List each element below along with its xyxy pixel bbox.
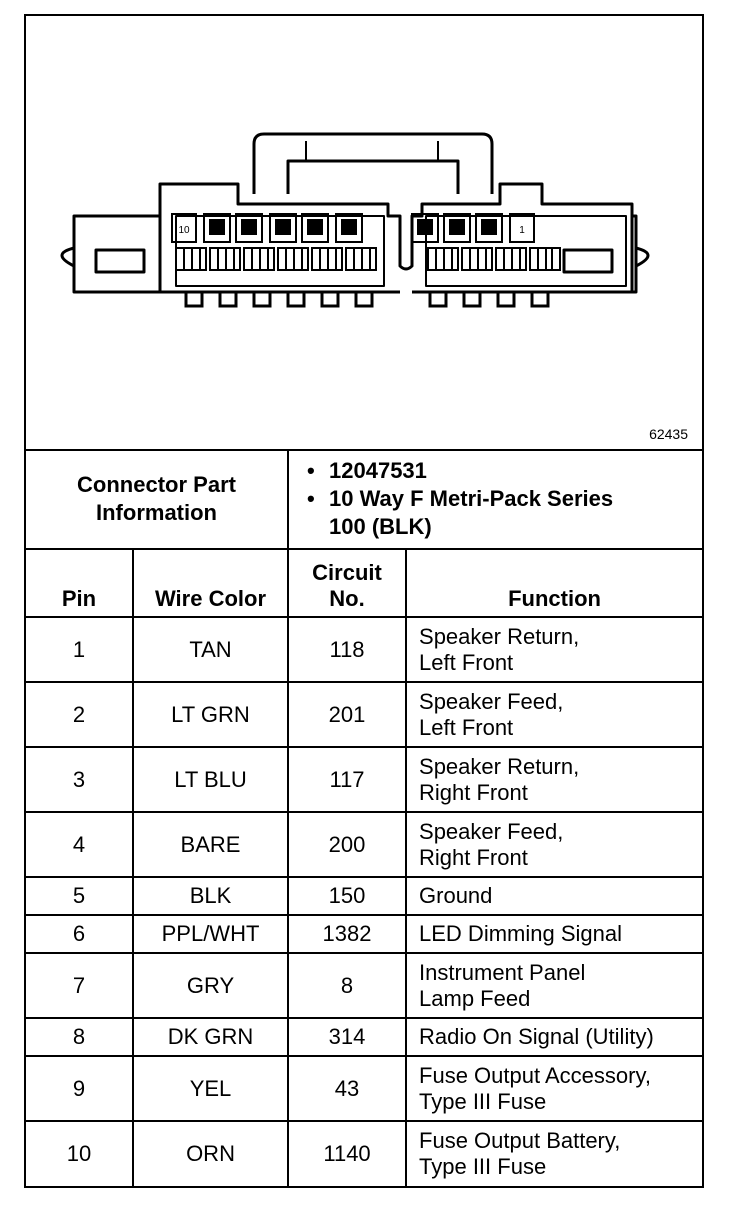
part-description-line1: 10 Way F Metri-Pack Series <box>329 485 614 511</box>
function-line2: Type III Fuse <box>419 1088 547 1114</box>
wire-color-cell: LT BLU <box>131 746 290 813</box>
wire-color-cell: YEL <box>131 1055 290 1122</box>
pin-cell: 8 <box>26 1017 134 1057</box>
wire-color-cell: DK GRN <box>131 1017 290 1057</box>
circuit-cell: 201 <box>287 681 408 748</box>
wire-color-cell: ORN <box>131 1120 290 1186</box>
function-line2: Left Front <box>419 649 514 675</box>
function-header: Function <box>405 548 703 618</box>
function-line1: Speaker Return, <box>419 753 580 779</box>
circuit-cell: 1382 <box>287 914 408 954</box>
function-line1: LED Dimming Signal <box>419 921 622 946</box>
pin-cell: 2 <box>26 681 134 748</box>
circuit-cell: 117 <box>287 746 408 813</box>
circuit-cell: 1140 <box>287 1120 408 1186</box>
function-line1: Ground <box>419 883 493 908</box>
wire-color-cell: PPL/WHT <box>131 914 290 954</box>
function-line2: Type III Fuse <box>419 1154 547 1179</box>
cpi-label-line1: Connector Part <box>77 471 236 497</box>
circuit-cell: 314 <box>287 1017 408 1057</box>
function-line2: Lamp Feed <box>419 985 531 1011</box>
pin-header: Pin <box>26 548 134 618</box>
connector-table: Connector Part Information 12047531 10 W… <box>26 449 703 1186</box>
function-cell: Fuse Output Accessory,Type III Fuse <box>405 1055 703 1122</box>
circuit-cell: 8 <box>287 952 408 1019</box>
wire-color-cell: GRY <box>131 952 290 1019</box>
pin-cell: 3 <box>26 746 134 813</box>
function-line1: Fuse Output Accessory, <box>419 1062 651 1088</box>
connector-diagram: 10 1 62435 <box>26 16 702 451</box>
part-number: 12047531 <box>307 457 702 485</box>
wire-color-cell: TAN <box>131 617 290 683</box>
function-cell: Speaker Feed,Left Front <box>405 681 703 748</box>
pin-cell: 5 <box>26 876 134 916</box>
function-line2: Right Front <box>419 844 528 870</box>
circuit-header: Circuit No. <box>287 548 408 618</box>
wire-color-header: Wire Color <box>131 548 290 618</box>
circuit-cell: 200 <box>287 811 408 878</box>
part-description-line2: 100 (BLK) <box>329 513 432 539</box>
function-cell: Speaker Return,Left Front <box>405 617 703 683</box>
function-cell: Speaker Feed,Right Front <box>405 811 703 878</box>
connector-part-info-row: Connector Part Information 12047531 10 W… <box>26 449 703 550</box>
pin-cell: 10 <box>26 1120 134 1186</box>
table-header-row: Pin Wire Color Circuit No. Function <box>26 548 703 618</box>
pin-10-label: 10 <box>178 225 190 236</box>
function-cell: LED Dimming Signal <box>405 914 703 954</box>
pin-cell: 4 <box>26 811 134 878</box>
connector-sheet: 10 1 62435 Connector Part Information 12… <box>24 14 704 1188</box>
pin-1-label: 1 <box>519 225 525 236</box>
function-line1: Fuse Output Battery, <box>419 1128 621 1153</box>
connector-part-info-label: Connector Part Information <box>26 449 290 550</box>
pin-cell: 6 <box>26 914 134 954</box>
connector-drawing: 10 1 <box>60 132 650 308</box>
pin-cell: 1 <box>26 617 134 683</box>
function-cell: Radio On Signal (Utility) <box>405 1017 703 1057</box>
function-line1: Radio On Signal (Utility) <box>419 1024 654 1049</box>
function-line2: Right Front <box>419 779 528 805</box>
function-line1: Instrument Panel <box>419 959 586 985</box>
wire-color-cell: LT GRN <box>131 681 290 748</box>
circuit-cell: 43 <box>287 1055 408 1122</box>
function-cell: Speaker Return,Right Front <box>405 746 703 813</box>
circuit-header-line2: No. <box>329 586 365 611</box>
cpi-label-line2: Information <box>96 499 217 525</box>
pin-cell: 7 <box>26 952 134 1019</box>
function-line2: Left Front <box>419 714 514 740</box>
circuit-cell: 150 <box>287 876 408 916</box>
function-line1: Speaker Return, <box>419 623 580 649</box>
figure-id: 62435 <box>649 426 688 442</box>
function-line1: Speaker Feed, <box>419 688 564 714</box>
circuit-header-line1: Circuit <box>312 560 382 585</box>
wire-color-cell: BLK <box>131 876 290 916</box>
circuit-cell: 118 <box>287 617 408 683</box>
wire-color-cell: BARE <box>131 811 290 878</box>
function-cell: Ground <box>405 876 703 916</box>
function-line1: Speaker Feed, <box>419 818 564 844</box>
pin-cell: 9 <box>26 1055 134 1122</box>
function-cell: Fuse Output Battery,Type III Fuse <box>405 1120 703 1186</box>
